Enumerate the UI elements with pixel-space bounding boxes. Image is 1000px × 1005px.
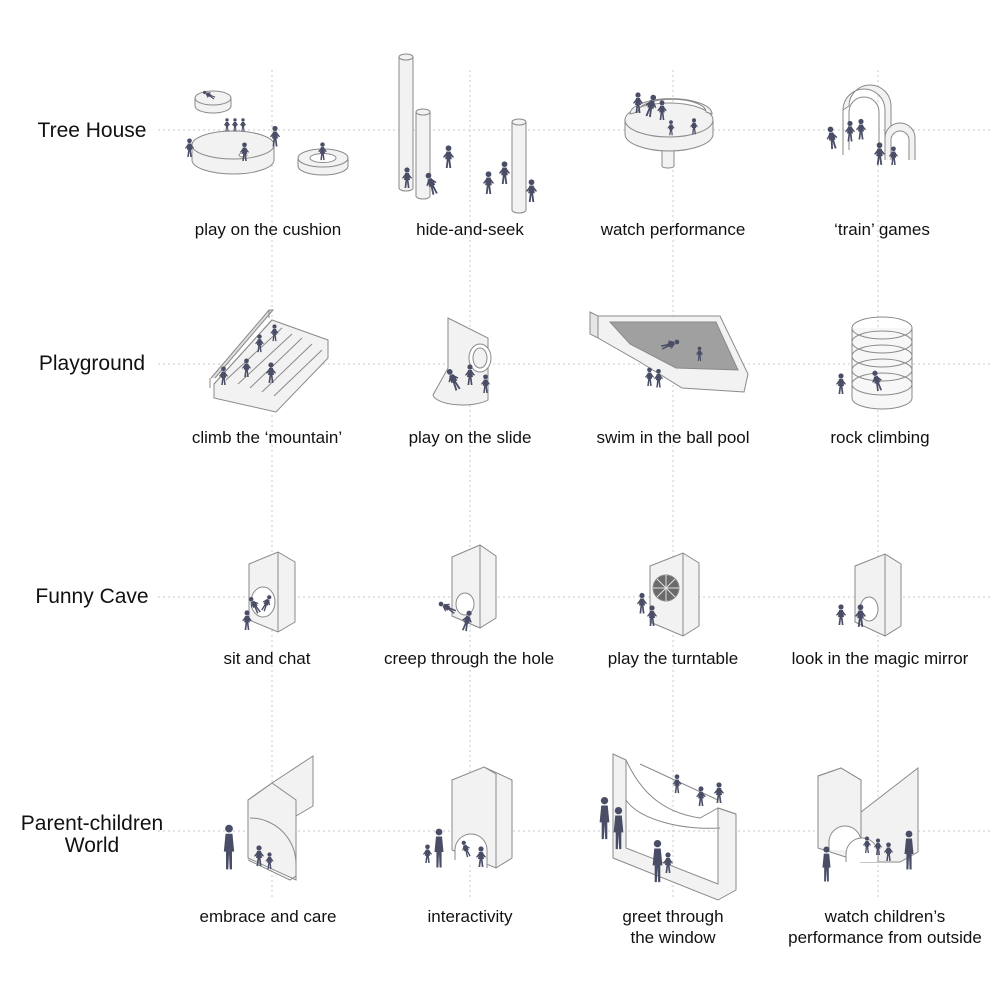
illustration-embrace-and-care — [247, 755, 314, 881]
row-label-funny-cave: Funny Cave — [35, 585, 149, 608]
row-label-parent-children-world: Parent-children World — [20, 812, 164, 857]
illustration-rock-climbing — [851, 316, 913, 410]
illustration-play-on-the-slide — [432, 317, 492, 406]
illustration-hide-and-seek — [398, 53, 527, 214]
caption-play-on-the-slide: play on the slide — [408, 428, 532, 447]
row-label-tree-house: Tree House — [37, 119, 147, 142]
row-label-playground: Playground — [38, 352, 146, 375]
caption-rock-climbing: rock climbing — [830, 428, 930, 447]
caption-sit-and-chat: sit and chat — [223, 649, 311, 668]
caption-play-on-the-cushion: play on the cushion — [194, 220, 342, 239]
caption-climb-the-mountain: climb the ‘mountain’ — [191, 428, 343, 447]
caption-hide-and-seek: hide-and-seek — [416, 220, 524, 239]
illustration-watch-performance — [624, 98, 714, 169]
illustration-greet-through-the-window — [612, 753, 737, 901]
caption-play-the-turntable: play the turntable — [607, 649, 739, 668]
caption-interactivity: interactivity — [427, 907, 513, 926]
caption-watch-performance: watch performance — [600, 220, 746, 239]
caption-watch-childrens-performance: watch children’s performance from outsid… — [788, 907, 982, 947]
illustration-swim-in-the-ball-pool — [589, 311, 749, 393]
illustration-creep-through-the-hole — [451, 544, 497, 629]
caption-creep-through-the-hole: creep through the hole — [383, 649, 555, 668]
figures-look-in-the-magic-mirror — [836, 604, 866, 627]
illustration-sit-and-chat — [248, 551, 296, 633]
illustration-play-on-the-cushion — [191, 90, 349, 176]
illustration-watch-childrens-performance — [817, 766, 919, 863]
caption-look-in-the-magic-mirror: look in the magic mirror — [791, 649, 969, 668]
caption-train-games: ‘train’ games — [834, 220, 930, 239]
illustration-climb-the-mountain — [209, 309, 329, 413]
illustration-look-in-the-magic-mirror — [854, 553, 902, 637]
caption-greet-through-the-window: greet through the window — [622, 907, 724, 947]
caption-embrace-and-care: embrace and care — [199, 907, 337, 926]
caption-swim-in-the-ball-pool: swim in the ball pool — [596, 428, 750, 447]
illustration-play-the-turntable — [649, 552, 700, 637]
